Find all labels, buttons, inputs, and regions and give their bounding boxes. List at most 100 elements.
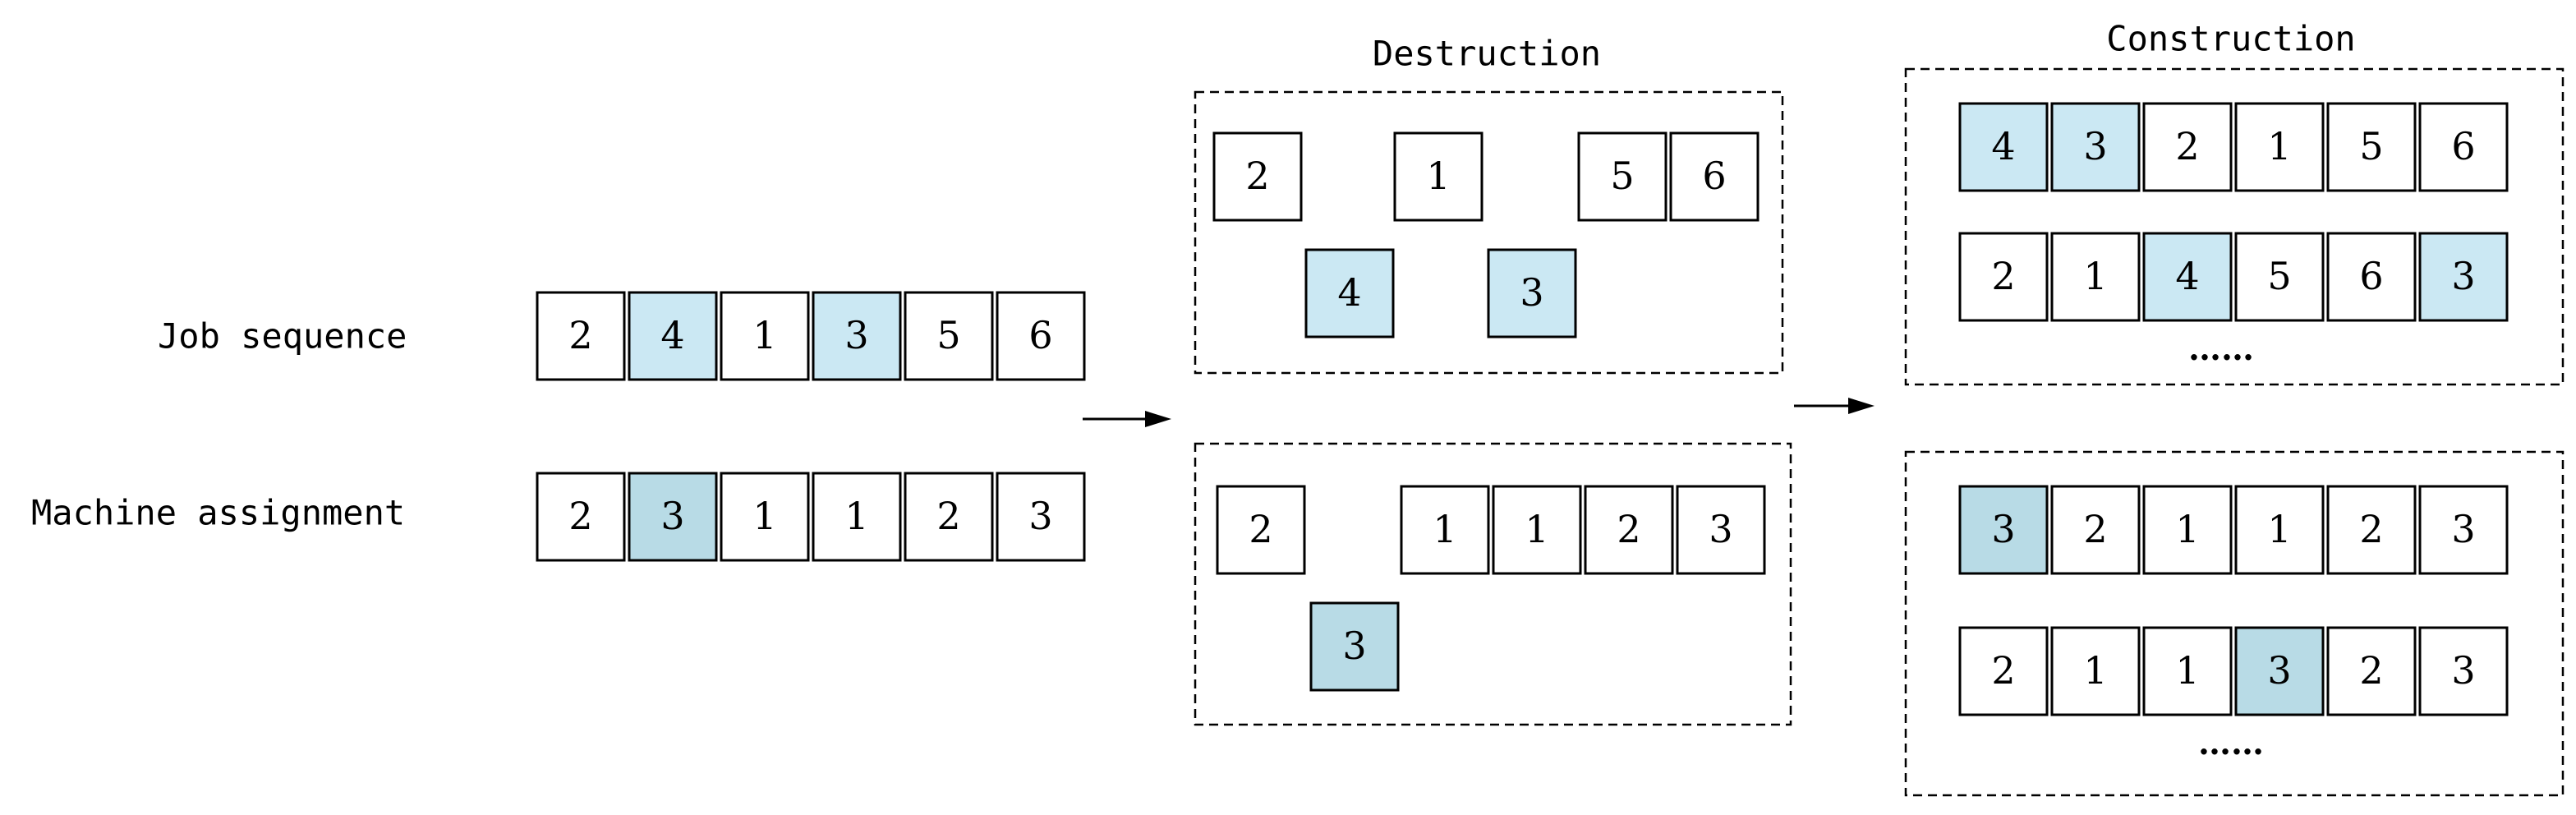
- cell-box: [1400, 485, 1490, 575]
- cell-value: 1: [752, 313, 776, 357]
- cell-box: [2234, 485, 2325, 575]
- job-cell: 6: [996, 291, 1086, 381]
- cell-value: 3: [1028, 494, 1052, 538]
- cell-box: [2142, 232, 2233, 322]
- cell-value: 2: [2083, 507, 2107, 551]
- cell-box: [2050, 102, 2141, 192]
- job-cell: 2: [1212, 131, 1303, 222]
- construction-machine-box: [1904, 450, 2564, 797]
- machine-cell: 3: [2418, 626, 2509, 716]
- job-cell: 1: [2050, 232, 2141, 322]
- machine-cell: 1: [1400, 485, 1490, 575]
- cell-value: 1: [1426, 154, 1450, 198]
- job-cell: 2: [536, 291, 626, 381]
- machine-cell: 2: [1216, 485, 1306, 575]
- machine-assignment-label: Machine assignment: [31, 493, 405, 533]
- cell-box: [1304, 248, 1395, 338]
- cell-box: [1958, 626, 2049, 716]
- cell-box: [2050, 626, 2141, 716]
- cell-box: [628, 291, 718, 381]
- cell-box: [2234, 232, 2325, 322]
- machine-cell: 2: [1958, 626, 2049, 716]
- cell-value: 3: [1991, 507, 2015, 551]
- job-cell: 4: [2142, 232, 2233, 322]
- cell-value: 5: [2267, 254, 2291, 298]
- construction-title: Construction: [2106, 19, 2355, 59]
- cell-box: [812, 472, 902, 562]
- construction-job-ellipsis: ……: [2188, 329, 2254, 368]
- cell-box: [2418, 626, 2509, 716]
- destruction-title: Destruction: [1373, 34, 1601, 74]
- cell-box: [1216, 485, 1306, 575]
- machine-cell: 1: [2142, 485, 2233, 575]
- job-cell: 6: [2418, 102, 2509, 192]
- cell-box: [2142, 102, 2233, 192]
- cell-value: 6: [1702, 154, 1726, 198]
- machine-cell: 1: [2050, 626, 2141, 716]
- cell-box: [720, 291, 810, 381]
- cell-box: [628, 472, 718, 562]
- machine-cell: 3: [2234, 626, 2325, 716]
- cell-value: 1: [2083, 648, 2107, 693]
- job-cell: 1: [2234, 102, 2325, 192]
- machine-cell: 3: [628, 472, 718, 562]
- cell-box: [1958, 232, 2049, 322]
- cell-box: [1487, 248, 1577, 338]
- cell-value: 1: [2083, 254, 2107, 298]
- cell-value: 4: [660, 313, 684, 357]
- cell-box: [1309, 601, 1400, 692]
- cell-box: [904, 472, 994, 562]
- cell-box: [536, 291, 626, 381]
- job-cell: 5: [904, 291, 994, 381]
- cell-value: 3: [1520, 270, 1543, 315]
- machine-cell: 2: [1584, 485, 1674, 575]
- cell-value: 1: [2175, 507, 2199, 551]
- cell-value: 5: [936, 313, 960, 357]
- cell-box: [2050, 485, 2141, 575]
- cell-box: [1958, 485, 2049, 575]
- cell-box: [536, 472, 626, 562]
- job-cell: 3: [2418, 232, 2509, 322]
- cell-value: 3: [2451, 254, 2475, 298]
- cell-value: 2: [1249, 507, 1272, 551]
- removed-machine-cell: 3: [1309, 601, 1400, 692]
- cell-box: [2418, 485, 2509, 575]
- machine-cell: 1: [2234, 485, 2325, 575]
- cell-box: [1393, 131, 1484, 222]
- cell-value: 2: [568, 313, 592, 357]
- cell-box: [2326, 102, 2417, 192]
- machine-cell: 2: [536, 472, 626, 562]
- cell-box: [2234, 626, 2325, 716]
- cell-value: 2: [2175, 124, 2199, 168]
- cell-box: [1584, 485, 1674, 575]
- job-cell: 2: [1958, 232, 2049, 322]
- cell-value: 2: [2359, 507, 2383, 551]
- job-cell: 2: [2142, 102, 2233, 192]
- destruction-removed-machines: 3: [1309, 601, 1400, 692]
- machine-cell: 1: [2142, 626, 2233, 716]
- cell-value: 2: [2359, 648, 2383, 693]
- cell-value: 3: [844, 313, 868, 357]
- job-cell: 1: [1393, 131, 1484, 222]
- job-cell: 3: [812, 291, 902, 381]
- removed-job-cell: 4: [1304, 248, 1395, 338]
- job-cell: 3: [2050, 102, 2141, 192]
- cell-value: 1: [752, 494, 776, 538]
- cell-value: 1: [2267, 507, 2291, 551]
- cell-box: [2418, 232, 2509, 322]
- machine-cell: 3: [2418, 485, 2509, 575]
- cell-value: 4: [1991, 124, 2015, 168]
- cell-box: [2326, 626, 2417, 716]
- arrow-to-construction: [1794, 398, 1874, 414]
- cell-value: 3: [2083, 124, 2107, 168]
- job-cell: 6: [2326, 232, 2417, 322]
- cell-value: 2: [1991, 254, 2015, 298]
- destruction-machine-box: [1194, 442, 1792, 726]
